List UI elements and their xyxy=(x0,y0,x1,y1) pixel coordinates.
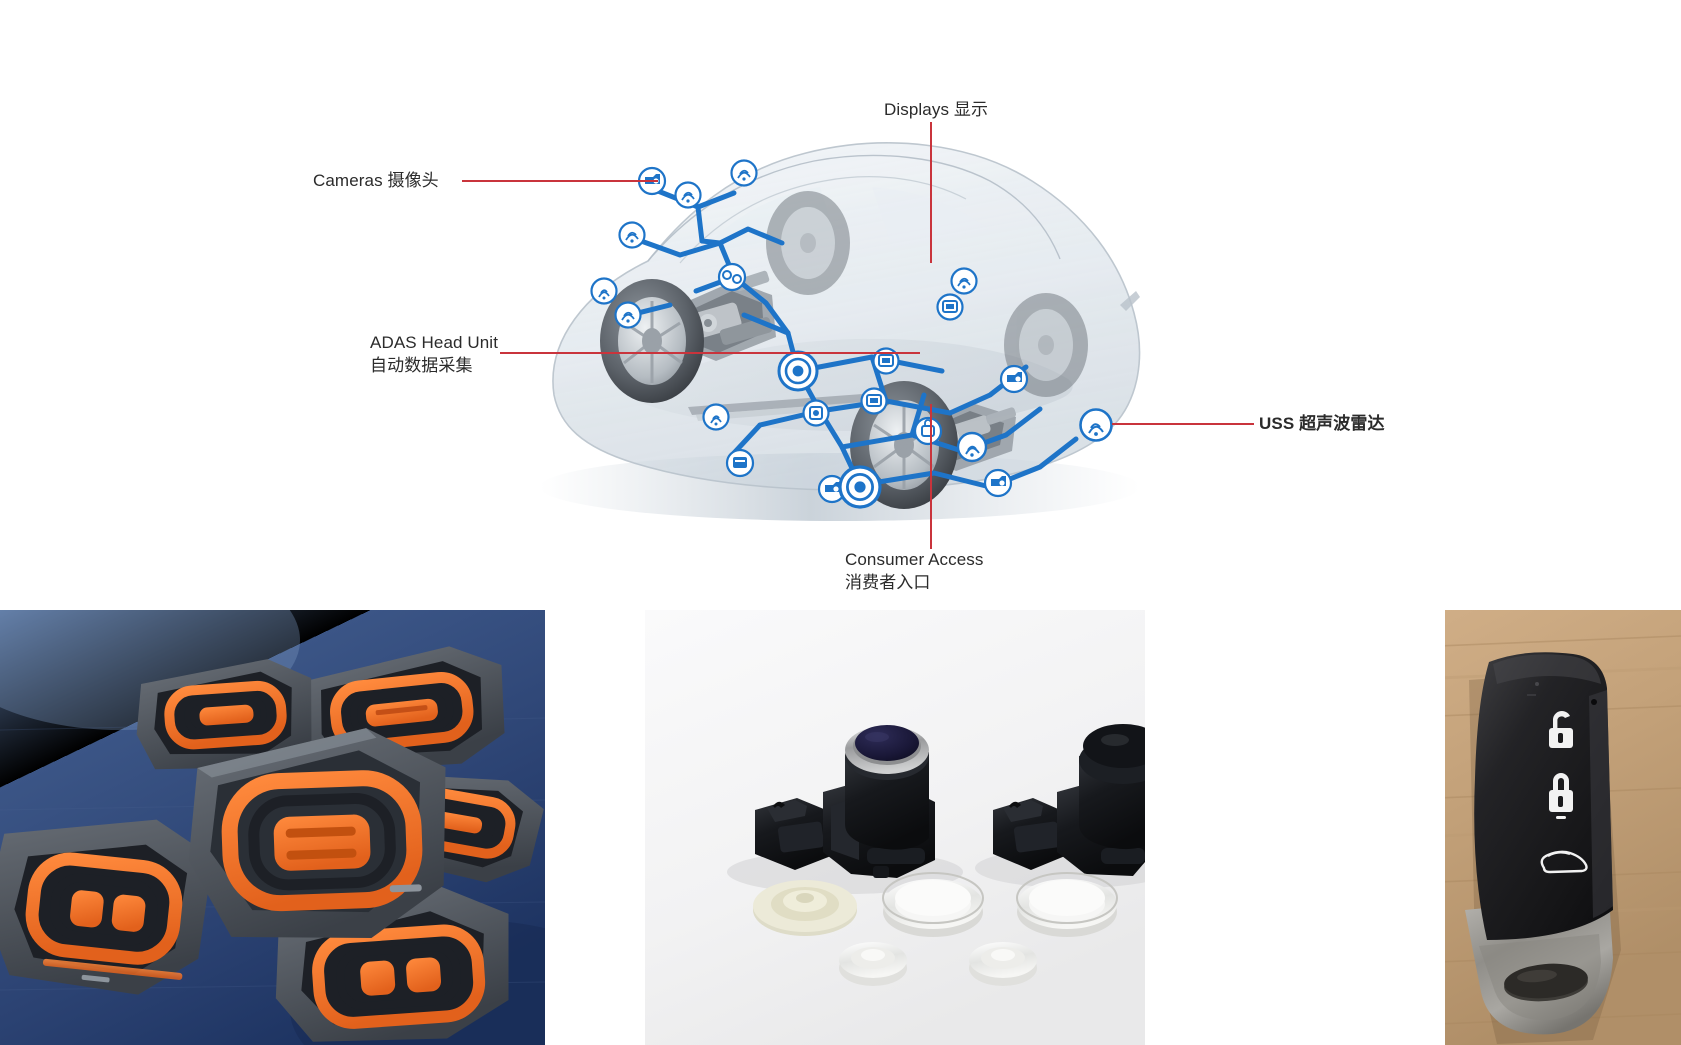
leader-line-adas xyxy=(500,352,920,354)
callout-consumer-access: Consumer Access 消费者入口 xyxy=(845,548,984,595)
node-radar-front-right xyxy=(730,159,758,187)
network-harness xyxy=(627,184,1079,490)
node-display-rear xyxy=(936,293,964,321)
callout-adas-text-zh: 自动数据采集 xyxy=(370,356,473,376)
vehicle-sensor-diagram: Cameras 摄像头 Displays 显示 ADAS Head Unit 自… xyxy=(313,95,1385,595)
callout-consumer-text-en: Consumer Access xyxy=(845,550,984,569)
ultrasonic-sensor-left xyxy=(755,725,935,878)
photo-ultrasonic-sensors xyxy=(645,610,1145,1045)
node-consumer-access xyxy=(913,416,943,446)
callout-displays: Displays 显示 xyxy=(884,98,988,121)
callout-adas-head-unit: ADAS Head Unit 自动数据采集 xyxy=(370,331,498,378)
node-adas-head-unit-upper xyxy=(777,350,819,392)
leader-line-consumer xyxy=(930,404,932,549)
node-connector-hub xyxy=(717,262,747,292)
callout-uss-text: USS 超声波雷达 xyxy=(1259,414,1385,433)
node-display-lower xyxy=(860,387,888,415)
callout-consumer-text-zh: 消费者入口 xyxy=(845,573,931,593)
wheel-front-right xyxy=(766,191,850,295)
node-uss-left-front xyxy=(590,277,618,305)
lock-icon xyxy=(1549,773,1573,819)
node-camera-rear-quarter xyxy=(983,468,1013,498)
node-adas-head-unit-main xyxy=(838,465,882,509)
callout-cameras-text: Cameras 摄像头 xyxy=(313,171,439,190)
keyfob-led-indicator xyxy=(1535,682,1539,686)
photo-connector-seals xyxy=(0,610,545,1045)
keyfob-lock-button[interactable] xyxy=(1549,773,1573,819)
node-radar-front-mid xyxy=(674,181,702,209)
sensor-nodes xyxy=(590,159,1113,509)
retaining-ring-2 xyxy=(1016,872,1118,937)
node-camera-rear xyxy=(999,364,1029,394)
leader-line-cameras xyxy=(462,180,658,182)
trunk-icon xyxy=(1540,850,1588,874)
callout-displays-text: Displays 显示 xyxy=(884,100,989,119)
node-radar-front-left xyxy=(618,221,646,249)
photo-smart-key-fob xyxy=(1341,610,1681,1045)
clear-cap-1 xyxy=(839,942,907,986)
clear-cap-2 xyxy=(969,942,1037,986)
node-uss-rear-corner xyxy=(956,431,988,463)
node-uss-left-rear xyxy=(702,403,730,431)
leader-line-displays xyxy=(930,122,932,263)
leader-line-uss xyxy=(1112,423,1254,425)
node-ecu-small xyxy=(802,399,830,427)
node-radar-rear-right xyxy=(950,267,978,295)
node-radar-side-left xyxy=(614,301,642,329)
car-cutaway-illustration xyxy=(520,95,1160,535)
callout-cameras: Cameras 摄像头 xyxy=(313,169,439,192)
keyfob-body xyxy=(1474,652,1613,940)
keyfob-unlock-button[interactable] xyxy=(1549,711,1573,748)
node-gateway xyxy=(725,448,755,478)
retaining-ring-1 xyxy=(882,872,984,937)
keyfob-trunk-button[interactable] xyxy=(1540,850,1588,874)
ultrasonic-sensor-right xyxy=(993,724,1145,876)
callout-uss: USS 超声波雷达 xyxy=(1259,412,1385,435)
product-photo-strip xyxy=(0,610,1681,1045)
node-display-mid xyxy=(872,347,900,375)
callout-adas-text-en: ADAS Head Unit xyxy=(370,333,499,352)
gasket-foam xyxy=(753,880,857,936)
node-uss-rear-bumper xyxy=(1079,408,1113,442)
unlock-icon xyxy=(1549,711,1573,748)
